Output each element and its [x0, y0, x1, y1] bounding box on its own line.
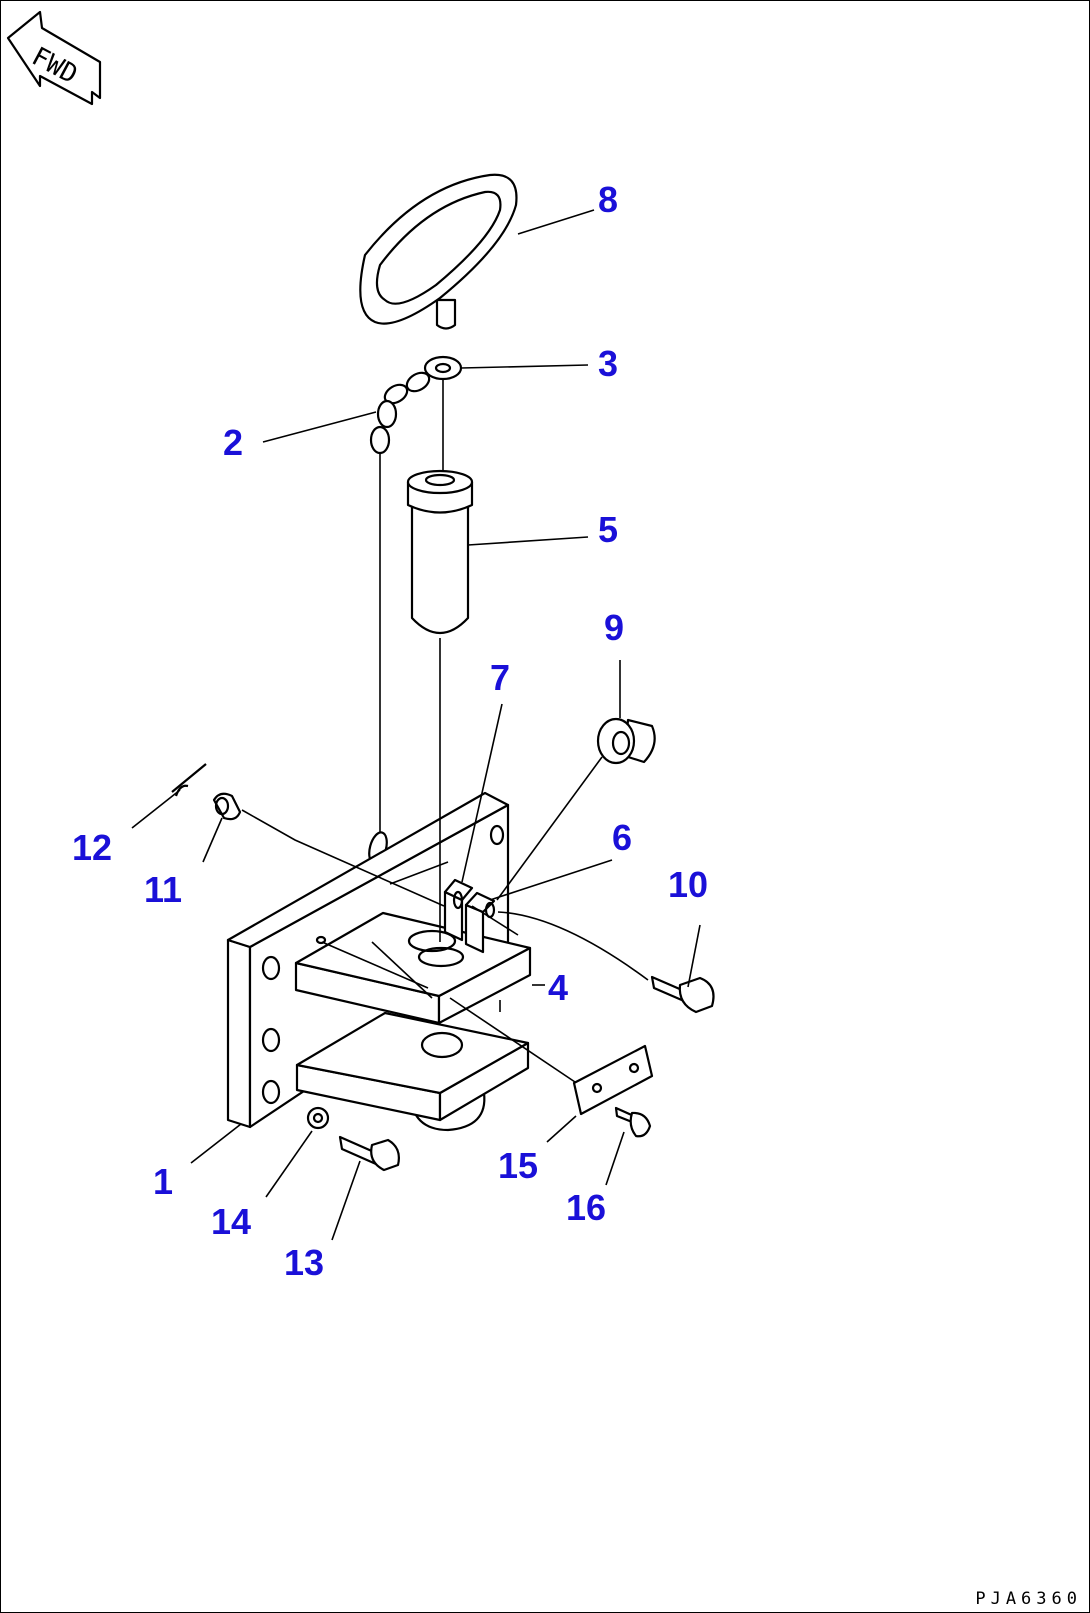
callout-11: 11 [144, 869, 182, 910]
part-11-nut [212, 792, 242, 821]
part-5-pin [406, 469, 474, 634]
part-16-bolt [614, 1106, 652, 1138]
callout-15: 15 [498, 1145, 538, 1186]
callout-14: 14 [211, 1201, 251, 1242]
callout-2: 2 [223, 422, 243, 463]
part-4-upper-jaw [294, 911, 532, 1025]
callout-9: 9 [604, 607, 624, 648]
fwd-direction-arrow: FWD [6, 10, 102, 106]
callout-12: 12 [72, 827, 112, 868]
callout-3: 3 [598, 343, 618, 384]
leader-lines [131, 209, 701, 1241]
part-15-plate [572, 1044, 654, 1116]
assembly-lines [241, 379, 649, 1083]
callout-13: 13 [284, 1242, 324, 1283]
callout-8: 8 [598, 179, 618, 220]
callout-5: 5 [598, 509, 618, 550]
part-14-washer [306, 1106, 330, 1130]
callout-1: 1 [153, 1161, 173, 1202]
callout-7: 7 [490, 657, 510, 698]
part-3-ring [423, 355, 463, 381]
part-8-handle [359, 173, 518, 330]
callout-4: 4 [548, 967, 568, 1008]
part-13-bolt [338, 1135, 400, 1172]
part-1-lower-jaw [295, 1011, 530, 1132]
part-9-clevis [596, 717, 656, 765]
drawing-code: PJA6360 [975, 1589, 1082, 1609]
callout-16: 16 [566, 1187, 606, 1228]
part-7-lug [443, 878, 474, 942]
part-10-bolt [650, 975, 715, 1014]
callout-10: 10 [668, 864, 708, 905]
callout-6: 6 [612, 817, 632, 858]
callout-labels: 8 3 2 5 9 7 6 10 4 12 11 1 14 13 15 16 [72, 179, 708, 1283]
part-12-cotter-pin [171, 763, 207, 797]
